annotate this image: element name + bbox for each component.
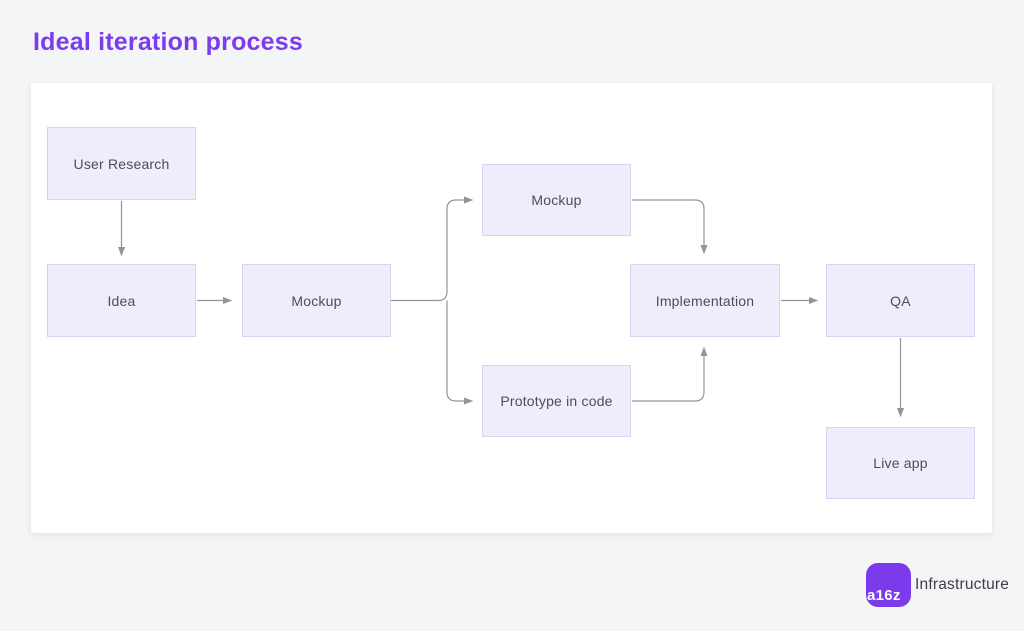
edge-mockup-2-to-implementation xyxy=(632,199,708,255)
flow-node-label: Mockup xyxy=(291,292,342,309)
edge-prototype-to-implementation xyxy=(632,346,708,402)
edge-mockup-1-to-prototype xyxy=(446,300,474,405)
flow-node-label: QA xyxy=(890,292,911,309)
flow-node-mockup-2: Mockup xyxy=(482,164,631,236)
flow-node-qa: QA xyxy=(826,264,975,337)
page-title: Ideal iteration process xyxy=(33,28,303,56)
flow-node-mockup-1: Mockup xyxy=(242,264,391,337)
a16z-logo-text: a16z xyxy=(867,587,901,604)
edge-mockup-1-to-mockup-2 xyxy=(391,196,474,302)
flow-node-label: User Research xyxy=(73,155,170,172)
flow-node-label: Implementation xyxy=(655,292,755,309)
flow-node-prototype: Prototype in code xyxy=(482,365,631,437)
flowchart-edges xyxy=(117,196,905,418)
footer-brand: a16z Infrastructure xyxy=(866,563,1009,607)
flow-node-implementation: Implementation xyxy=(630,264,780,337)
a16z-logo-icon: a16z xyxy=(866,563,911,607)
flow-node-label: Live app xyxy=(873,455,928,471)
flow-node-label: Mockup xyxy=(531,192,582,208)
flow-node-idea: Idea xyxy=(47,264,196,337)
flow-node-live-app: Live app xyxy=(826,427,975,499)
flow-node-user-research: User Research xyxy=(47,127,196,200)
brand-label: Infrastructure xyxy=(915,576,1010,593)
flow-node-label: Idea xyxy=(107,292,136,309)
flow-node-label: Prototype in code xyxy=(500,393,613,409)
